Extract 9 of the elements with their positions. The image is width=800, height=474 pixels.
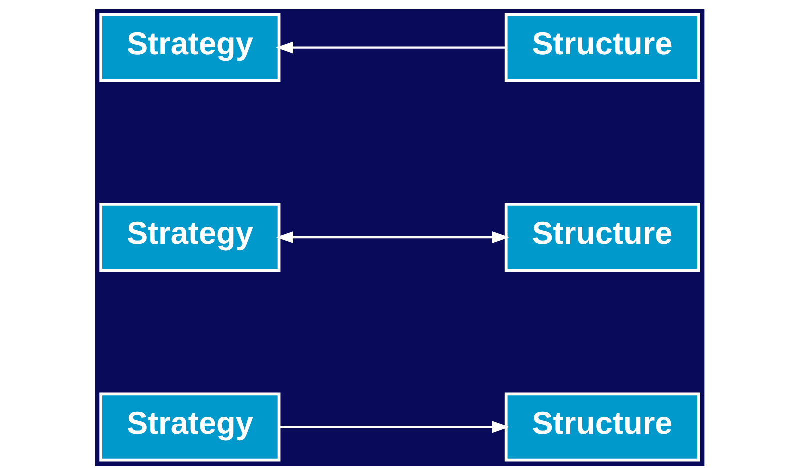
node-box: Structure: [504, 12, 700, 82]
node-box: Structure: [504, 202, 700, 272]
node-box: Structure: [504, 392, 700, 462]
arrow: [276, 230, 510, 244]
node-box: Strategy: [100, 12, 281, 82]
node-box: Strategy: [100, 392, 281, 462]
arrow: [279, 420, 510, 433]
arrow: [276, 41, 506, 54]
node-box: Strategy: [100, 202, 281, 272]
